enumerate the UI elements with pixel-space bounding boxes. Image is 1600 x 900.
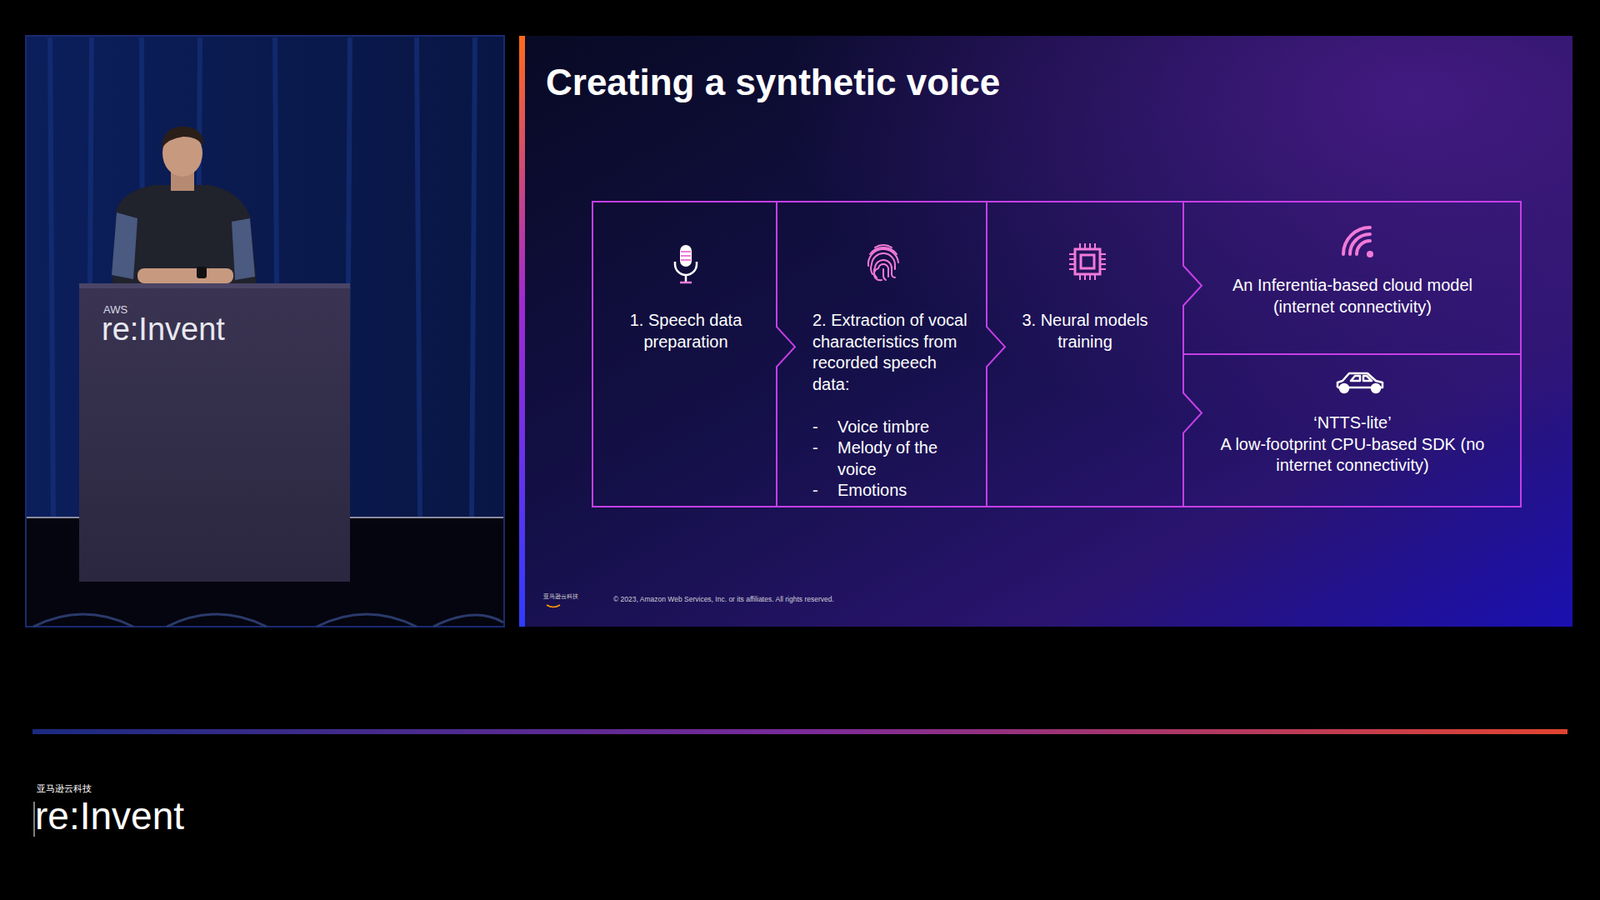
step-detail: A low-footprint CPU-based SDK (no intern…: [1204, 434, 1501, 477]
output-box: An Inferentia-based cloud model (interne…: [1183, 200, 1522, 355]
chevron-connector: [986, 200, 1005, 508]
slide-title: Creating a synthetic voice: [545, 61, 1000, 104]
brand-logo: 亚马逊云科技: [543, 592, 579, 601]
list-item: Emotions: [837, 480, 907, 502]
chevron-connector: [1183, 355, 1202, 508]
list-dash: -: [812, 416, 838, 439]
chevron-connector: [776, 200, 795, 508]
list-dash: -: [812, 437, 838, 480]
step-label: 1. Speech data preparation: [608, 310, 764, 353]
list-row: -Melody of the voice: [812, 437, 970, 480]
step-label: 3. Neural models training: [1007, 310, 1163, 353]
list-dash: -: [812, 480, 838, 502]
copyright-note: © 2023, Amazon Web Services, Inc. or its…: [613, 595, 835, 604]
text-block: ‘NTTS-lite’A low-footprint CPU-based SDK…: [1204, 412, 1501, 477]
list-item: Melody of the voice: [837, 437, 970, 480]
process-step: 3. Neural models training: [986, 200, 1184, 508]
list-row: -Voice timbre: [812, 416, 970, 439]
text-block: 3. Neural models training: [1007, 310, 1163, 353]
wifi-icon: [1340, 222, 1380, 266]
chevron-connector: [1183, 200, 1202, 355]
step-label: An Inferentia-based cloud model (interne…: [1208, 275, 1497, 318]
chip-icon: [1068, 242, 1107, 285]
brand-logo: 亚马逊云科技: [36, 782, 92, 795]
text-block: 1. Speech data preparation: [608, 310, 764, 353]
output-box: ‘NTTS-lite’A low-footprint CPU-based SDK…: [1183, 355, 1522, 508]
mic-icon: [671, 243, 700, 289]
text-block: An Inferentia-based cloud model (interne…: [1208, 275, 1497, 318]
list-row: -Emotions: [812, 480, 970, 502]
step-heading: 2. Extraction of vocal characteristics f…: [812, 310, 970, 395]
event-logo: re:Invent: [35, 793, 185, 839]
event-logo: re:Invent: [101, 311, 225, 348]
list-item: Voice timbre: [837, 416, 930, 439]
step-label: ‘NTTS-lite’: [1204, 412, 1501, 435]
car-icon: [1334, 369, 1386, 400]
text-block: 2. Extraction of vocal characteristics f…: [812, 310, 970, 502]
process-step: 1. Speech data preparation: [591, 200, 777, 508]
fp-icon: [865, 240, 902, 286]
process-step: 2. Extraction of vocal characteristics f…: [776, 200, 987, 508]
